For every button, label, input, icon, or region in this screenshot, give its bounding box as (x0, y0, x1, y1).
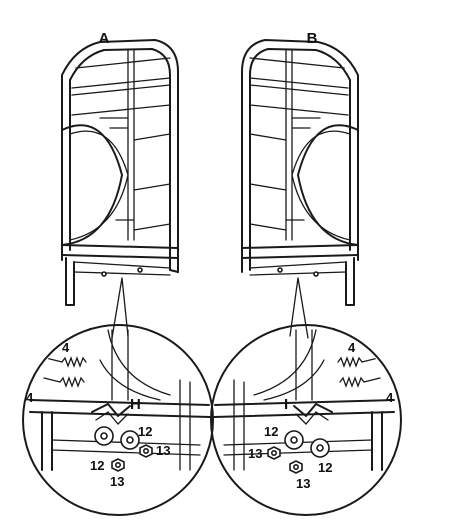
callout-right-nut-right: 13 (296, 476, 310, 491)
detail-view-right: 4 4 I 12 13 12 13 (210, 324, 402, 516)
panel-b-label: B (307, 30, 318, 47)
callout-right-bracket: I (284, 396, 288, 413)
side-panel-a: A (61, 30, 179, 306)
callout-left-nut-right: 13 (156, 443, 170, 458)
side-panel-b: B (241, 30, 359, 306)
callout-left-washer-left: 12 (90, 458, 104, 473)
callout-right-washer-right: 12 (318, 460, 332, 475)
callout-left-nut-left: 13 (110, 474, 124, 489)
detail-leader-right (289, 277, 309, 339)
detail-view-left: 4 4 H 12 13 12 13 (22, 324, 214, 516)
callout-right-washer-left: 12 (264, 424, 278, 439)
callout-left-spring-top: 4 (62, 340, 70, 355)
callout-left-spring-bottom: 4 (26, 390, 34, 405)
callout-right-nut-left: 13 (248, 446, 262, 461)
detail-leader-left (111, 277, 129, 339)
callout-left-washer-right: 12 (138, 424, 152, 439)
callout-right-spring-bottom: 4 (386, 390, 394, 405)
callout-left-bracket: H (130, 396, 141, 413)
callout-right-spring-top: 4 (348, 340, 356, 355)
panel-a-label: A (99, 30, 110, 47)
